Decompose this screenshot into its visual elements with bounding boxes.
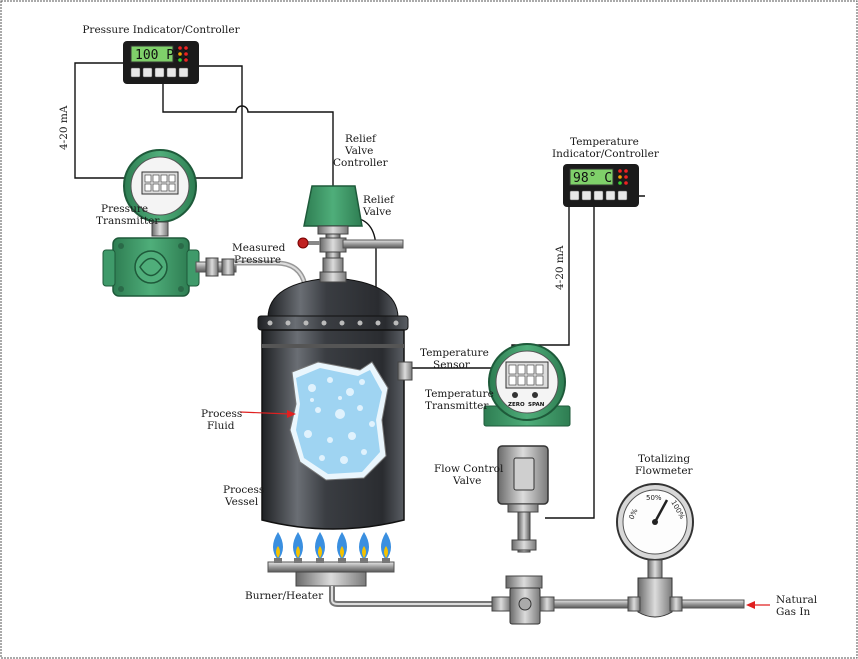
zero-adjust[interactable]: [512, 392, 518, 398]
process-vessel-label-2: Vessel: [224, 496, 259, 508]
arrow-right-icon: [239, 411, 291, 415]
controller-button[interactable]: [581, 190, 592, 201]
span-label: SPAN: [528, 402, 545, 408]
measured-pressure-label-2: Pressure: [234, 254, 281, 266]
process-vessel: [257, 271, 413, 530]
flowmeter-label-2: Flowmeter: [635, 465, 694, 477]
pressure-lcd: [130, 45, 174, 63]
temperature-transmitter: ZERO SPAN: [483, 343, 571, 427]
temperature-sensor-label-1: Temperature: [420, 347, 489, 359]
burner-heater: [267, 532, 505, 607]
pressure-display: 100 PSI: [135, 48, 190, 63]
temperature-transmitter-label-2: Transmitter: [425, 400, 489, 412]
span-adjust[interactable]: [532, 392, 538, 398]
controller-button[interactable]: [605, 190, 616, 201]
natural-gas-label-2: Gas In: [776, 606, 811, 618]
controller-button[interactable]: [154, 67, 165, 78]
process-fluid-label-1: Process: [201, 408, 242, 420]
pressure-transmitter-label-2: Transmitter: [96, 215, 160, 227]
flow-control-valve-label-2: Valve: [452, 475, 481, 487]
current-label-right: 4-20 mA: [554, 245, 566, 290]
pressure-transmitter: [102, 149, 308, 297]
pressure-controller-label: Pressure Indicator/Controller: [82, 24, 240, 36]
controller-button[interactable]: [130, 67, 141, 78]
temperature-controller-label-1: Temperature: [570, 136, 639, 148]
pressure-controller: 100 PSI: [123, 41, 199, 84]
temperature-lcd: [569, 168, 614, 186]
dial-label-50: 50%: [646, 494, 662, 502]
relief-valve-label-2: Valve: [362, 206, 391, 218]
flow-control-valve: [491, 445, 555, 625]
gas-pipe: [553, 599, 631, 609]
process-vessel-label-1: Process: [223, 484, 264, 496]
controller-button[interactable]: [617, 190, 628, 201]
flame-icon: [273, 532, 391, 560]
burner-heater-label: Burner/Heater: [245, 590, 324, 602]
flow-control-valve-label-1: Flow Control: [434, 463, 504, 475]
controller-button[interactable]: [178, 67, 189, 78]
zero-label: ZERO: [508, 402, 525, 408]
relief-valve-controller-label-1: Relief: [345, 133, 377, 145]
relief-valve-label-1: Relief: [363, 194, 395, 206]
controller-button[interactable]: [593, 190, 604, 201]
totalizing-flowmeter: 0% 50% 100%: [616, 483, 694, 618]
flowmeter-label-1: Totalizing: [638, 453, 690, 465]
temperature-sensor-label-2: Sensor: [433, 359, 471, 371]
relief-valve-controller-label-3: Controller: [333, 157, 389, 169]
relief-valve-controller-label-2: Valve: [344, 145, 373, 157]
gas-pipe-inlet: [671, 599, 745, 609]
controller-button[interactable]: [166, 67, 177, 78]
process-fluid-label-2: Fluid: [207, 420, 235, 432]
temperature-display: 98° C: [573, 171, 612, 186]
pressure-transmitter-label-1: Pressure: [101, 203, 148, 215]
controller-button[interactable]: [569, 190, 580, 201]
led-icon: [178, 46, 182, 50]
temperature-controller-label-2: Indicator/Controller: [552, 148, 660, 160]
current-label-left: 4-20 mA: [58, 105, 70, 150]
natural-gas-label-1: Natural: [776, 594, 818, 606]
measured-pressure-label-1: Measured: [232, 242, 286, 254]
relief-valve: [297, 185, 404, 275]
temperature-controller: 98° C: [563, 164, 639, 207]
controller-button[interactable]: [142, 67, 153, 78]
temperature-transmitter-label-1: Temperature: [425, 388, 494, 400]
